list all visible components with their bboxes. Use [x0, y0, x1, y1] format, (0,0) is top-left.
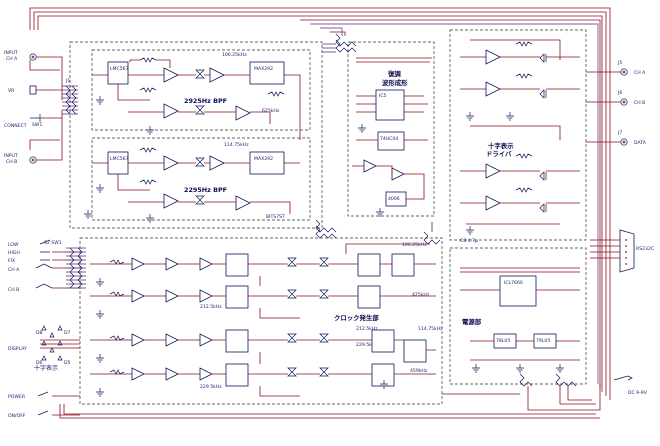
svg-text:MAX292: MAX292	[254, 156, 273, 162]
svg-text:D6: D6	[36, 360, 43, 366]
cross-driver-label-2: ドライバ	[486, 150, 512, 158]
svg-text:J6: J6	[617, 90, 622, 96]
cross-driver-label-1: 十字表示	[488, 141, 514, 150]
demod-block: 復調 波形成形 IC5 74HC04 4066	[347, 41, 435, 217]
freq-label-1: 106.25kHz	[222, 52, 247, 58]
bottom-right-connectors	[519, 373, 601, 411]
clock-label: クロック発生部	[334, 313, 379, 322]
output-label-data: DATA	[634, 140, 647, 146]
output-label-cha: CH A	[634, 70, 646, 76]
freq-label-3: 114.75kHz	[224, 142, 249, 148]
svg-text:J7: J7	[617, 130, 622, 136]
label-power: POWER	[8, 394, 26, 400]
svg-text:C8 4.7μ: C8 4.7μ	[460, 238, 478, 244]
svg-text:D7: D7	[64, 330, 71, 336]
power-label: 電源部	[462, 317, 482, 326]
freq-label-10: 229.5kHz	[356, 342, 378, 348]
bpf-2295-block: 2295Hz BPF 114.75kHz LMC567 MAX292	[91, 137, 311, 221]
demod-label-1: 復調	[387, 69, 401, 78]
label-chb: CH B	[8, 287, 19, 293]
ground-symbols-upper	[84, 96, 154, 223]
cross-driver-block: 十字表示 ドライバ C8 4.7μ	[449, 29, 587, 244]
svg-text:ICL7660: ICL7660	[504, 280, 523, 286]
svg-text:J1: J1	[65, 78, 70, 84]
svg-text:SW1: SW1	[32, 122, 42, 128]
label-onoff: ON/OFF	[8, 413, 26, 419]
output-label-rs232c: RS232C	[636, 246, 654, 252]
demod-label-2: 波形成形	[382, 78, 408, 87]
label-cha: CH A	[8, 267, 20, 273]
label-vr: VR	[8, 88, 15, 94]
svg-text:LMC567: LMC567	[110, 156, 129, 162]
svg-text:LMC567: LMC567	[110, 66, 129, 72]
freq-label-8: 229.5kHz	[200, 384, 222, 390]
label-input-chb-2: CH B	[6, 159, 17, 165]
label-low: LOW	[8, 242, 19, 248]
freq-label-5: 106.25kHz	[402, 242, 427, 248]
power-block: 電源部 ICL7660 78L05 79L05	[449, 247, 587, 385]
input-connector-chb: INPUT CH B	[4, 153, 37, 165]
svg-text:J5: J5	[617, 60, 622, 66]
freq-label-7: 212.5kHz	[356, 326, 378, 332]
freq-label-11: 459kHz	[410, 368, 428, 374]
freq-label-6: 425kHz	[412, 292, 430, 298]
mid-top-connector	[322, 33, 357, 53]
label-input-cha-1: INPUT	[4, 50, 18, 56]
freq-label-4: 212.5kHz	[200, 304, 222, 310]
input-connector-cha: INPUT CH A	[4, 50, 37, 62]
svg-text:79L05: 79L05	[536, 338, 550, 344]
output-label-dc: DC 9-9V	[628, 390, 648, 396]
label-fix: FIX	[8, 258, 15, 264]
svg-text:D8: D8	[36, 330, 43, 336]
filter-section-frame	[69, 41, 323, 229]
input-vr: VR	[8, 85, 37, 95]
svg-text:BITS7ST: BITS7ST	[266, 214, 285, 220]
bpf-2295-label: 2295Hz BPF	[184, 186, 227, 194]
clock-top-connector	[423, 222, 441, 245]
svg-text:74HC04: 74HC04	[380, 136, 398, 142]
svg-text:4066: 4066	[388, 196, 400, 202]
label-high: HIGH	[8, 250, 20, 256]
svg-text:IC5: IC5	[379, 93, 387, 99]
left-ribbon-lower	[66, 247, 86, 289]
label-input-chb-1: INPUT	[4, 153, 18, 159]
left-inputs: INPUT CH A VR CONNECT SW1 INPUT CH B LOW…	[4, 50, 80, 419]
bpf-2925-label: 2925Hz BPF	[184, 97, 227, 105]
output-label-chb: CH B	[634, 100, 645, 106]
mid-bottom-connector	[315, 219, 337, 239]
freq-label-9: 114.75kHz	[418, 326, 443, 332]
label-input-cha-2: CH A	[6, 56, 18, 62]
bottom-bus-wires	[59, 393, 600, 419]
freq-label-2: 625kHz	[262, 108, 280, 114]
label-display: DISPLAY	[8, 346, 27, 352]
label-connect: CONNECT	[4, 123, 27, 129]
svg-text:D5: D5	[64, 360, 71, 366]
svg-text:MAX292: MAX292	[254, 66, 273, 72]
bpf-2925-block: 2925Hz BPF 106.25kHz 625kHz LMC567 MAX29…	[91, 49, 311, 140]
clock-block: クロック発生部 106.25kHz 212.5kHz 425kHz 212.5k…	[79, 237, 443, 405]
cross-display-label: 十字表示	[34, 364, 58, 372]
cross-display-leds: D8 D7 D6 D5 十字表示	[34, 325, 71, 372]
top-bus-wires	[29, 7, 611, 400]
svg-text:S2 SW1: S2 SW1	[44, 240, 62, 246]
right-outputs: CH A CH B DATA J5 J6 J7 RS232C DC 9-9V	[586, 60, 654, 396]
input-connect: CONNECT SW1	[4, 114, 42, 129]
svg-text:78L05: 78L05	[496, 338, 510, 344]
